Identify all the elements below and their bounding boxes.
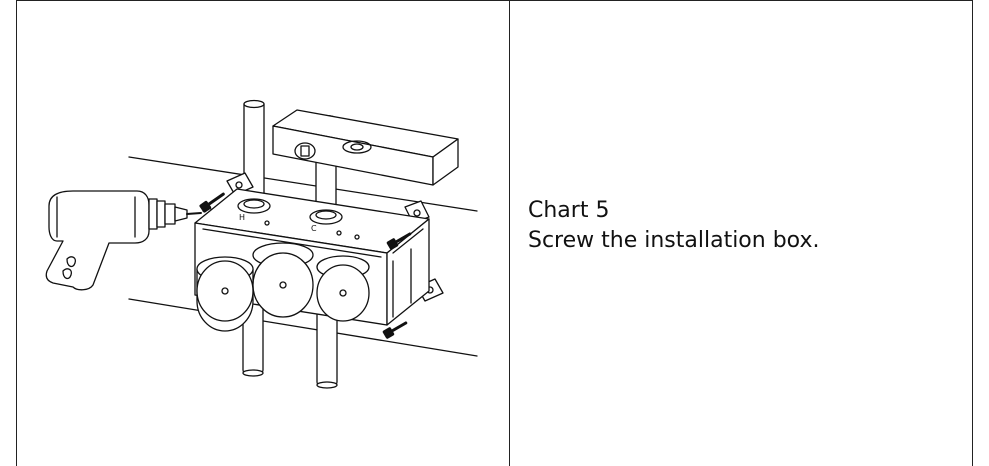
installation-illustration: H C <box>45 99 478 389</box>
power-drill-icon <box>45 190 212 291</box>
spirit-level-icon <box>272 109 459 186</box>
svg-text:H: H <box>239 213 245 222</box>
step-text: Screw the installation box. <box>528 228 820 253</box>
svg-text:C: C <box>311 224 317 233</box>
table-divider <box>509 0 510 466</box>
table-border-right <box>972 0 973 466</box>
instruction-table: H C <box>16 0 973 466</box>
installation-box-icon: H C <box>194 172 444 332</box>
table-border-left <box>16 0 17 466</box>
chart-label: Chart 5 <box>528 198 610 223</box>
instruction-caption: Chart 5 Screw the installation box. <box>528 196 958 256</box>
table-border-top <box>16 0 973 1</box>
